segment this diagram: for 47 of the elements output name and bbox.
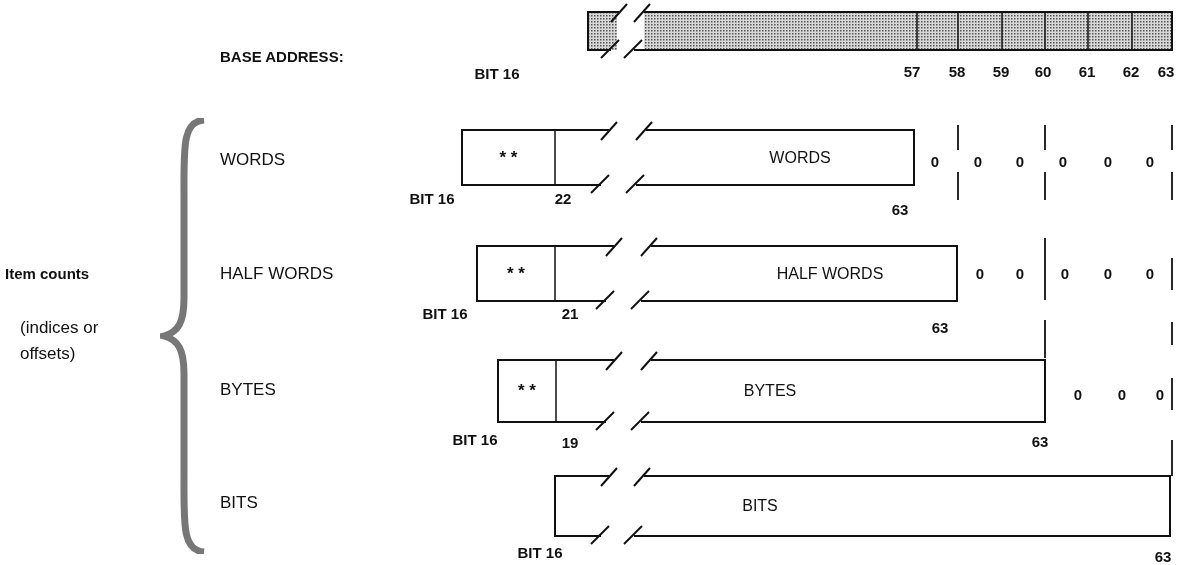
bit-label: 0	[1058, 151, 1068, 172]
bit-label: 0	[1015, 263, 1025, 284]
bit-label: 0	[1103, 263, 1113, 284]
bit-label: 63	[1031, 431, 1049, 452]
field-marker: * *	[518, 380, 536, 403]
bit-label: 62	[1122, 61, 1140, 82]
bit-label: 0	[1015, 151, 1025, 172]
bit-label: 22	[554, 188, 572, 209]
field-marker: * *	[507, 262, 525, 285]
bit-label: 0	[1073, 384, 1083, 405]
field-label: BITS	[742, 496, 778, 516]
row-label: BYTES	[220, 379, 276, 402]
bit-label: BIT 16	[452, 429, 498, 450]
bit-label: 0	[1117, 384, 1127, 405]
row-label: WORDS	[220, 149, 286, 172]
bit-label: BIT 16	[409, 188, 455, 209]
bit-label: BIT 16	[517, 542, 563, 563]
bit-label: 0	[1103, 151, 1113, 172]
bit-label: 0	[973, 151, 983, 172]
bit-label: 0	[1145, 263, 1155, 284]
field-label: HALF WORDS	[776, 263, 884, 284]
bit-label: 63	[931, 317, 949, 338]
bit-label: 59	[992, 61, 1010, 82]
field-label: WORDS	[769, 147, 831, 168]
bit-label: 58	[948, 61, 966, 82]
bit-label: 63	[1154, 546, 1172, 565]
field-marker: * *	[499, 146, 518, 169]
row-label: BITS	[220, 492, 258, 515]
bit-label: BIT 16	[422, 303, 468, 324]
bit-label: 57	[903, 61, 921, 82]
bit-label: 0	[930, 151, 940, 172]
bit-label: 19	[561, 432, 579, 453]
bit-label: 0	[975, 263, 985, 284]
row-label: BASE ADDRESS:	[220, 46, 344, 67]
bit-label: 60	[1034, 61, 1052, 82]
row-label: Item counts	[5, 263, 90, 284]
bit-label: 0	[1145, 151, 1155, 172]
field-label: BYTES	[743, 381, 797, 401]
bit-label: 63	[1157, 61, 1175, 82]
bit-label: 0	[1060, 263, 1070, 284]
bit-label: BIT 16	[474, 63, 520, 84]
bit-label: 21	[561, 303, 579, 324]
bit-label: 61	[1078, 61, 1096, 82]
row-label: HALF WORDS	[220, 263, 334, 286]
row-label: (indices or offsets)	[20, 317, 100, 365]
bit-label: 63	[891, 199, 909, 220]
bit-label: 0	[1155, 384, 1165, 405]
